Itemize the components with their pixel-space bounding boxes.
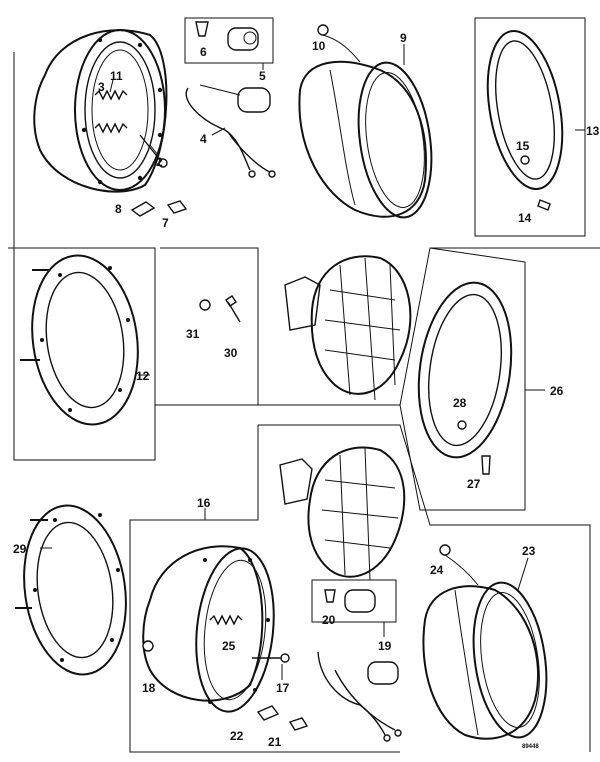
- callout-labels: 11 3 2 6 5 4 10 9 15 14 13 8 7 31 30 12 …: [13, 31, 600, 750]
- callout-15: 15: [516, 139, 530, 153]
- callout-24: 24: [430, 563, 444, 577]
- headlamp-body-9: [298, 24, 433, 219]
- callout-17: 17: [276, 681, 290, 695]
- callout-20: 20: [322, 613, 336, 627]
- bulb-connector-6: [195, 21, 259, 51]
- callout-3: 3: [98, 80, 105, 94]
- callout-13: 13: [586, 124, 600, 138]
- callout-11: 11: [110, 69, 123, 83]
- wiring-harness-4: [185, 84, 276, 178]
- mounting-ring-12: [20, 254, 139, 426]
- clip-and-nut-22-21: [256, 705, 309, 731]
- rim-ring-26: [417, 281, 513, 475]
- callout-4: 4: [200, 132, 207, 146]
- callout-8: 8: [115, 202, 122, 216]
- callout-30: 30: [224, 346, 238, 360]
- plate-number: 89448: [522, 744, 539, 750]
- callout-27: 27: [467, 477, 481, 491]
- group-outlines: [8, 17, 600, 753]
- callout-19: 19: [378, 639, 392, 653]
- sealed-beam-unit-upper: [284, 255, 412, 401]
- bulb-connector-20: [324, 589, 376, 613]
- rim-ring-13: [486, 29, 564, 211]
- headlamp-body-23: [422, 544, 548, 740]
- callout-6: 6: [200, 45, 207, 59]
- callout-21: 21: [268, 735, 282, 749]
- callout-29: 29: [13, 542, 27, 556]
- callout-2: 2: [156, 155, 163, 169]
- clip-and-nut-8-7: [130, 200, 188, 217]
- callout-28: 28: [453, 396, 467, 410]
- callout-25: 25: [222, 639, 236, 653]
- callout-18: 18: [142, 681, 156, 695]
- headlamp-shell-16: [142, 545, 290, 713]
- callout-23: 23: [522, 544, 536, 558]
- callout-26: 26: [550, 384, 564, 398]
- callout-10: 10: [312, 39, 326, 53]
- callout-5: 5: [259, 69, 266, 83]
- callout-31: 31: [186, 327, 200, 341]
- sealed-beam-unit-lower: [279, 446, 406, 581]
- callout-9: 9: [400, 31, 407, 45]
- callout-22: 22: [230, 729, 244, 743]
- leader-lines: [40, 44, 585, 680]
- callout-16: 16: [197, 496, 211, 510]
- callout-14: 14: [518, 211, 532, 225]
- callout-12: 12: [136, 369, 150, 383]
- callout-7: 7: [162, 216, 169, 230]
- screws-31-30: [199, 295, 241, 323]
- mounting-ring-29: [15, 504, 127, 676]
- wiring-harness-lower: [317, 651, 402, 742]
- headlamp-shell-top-left: [33, 29, 168, 193]
